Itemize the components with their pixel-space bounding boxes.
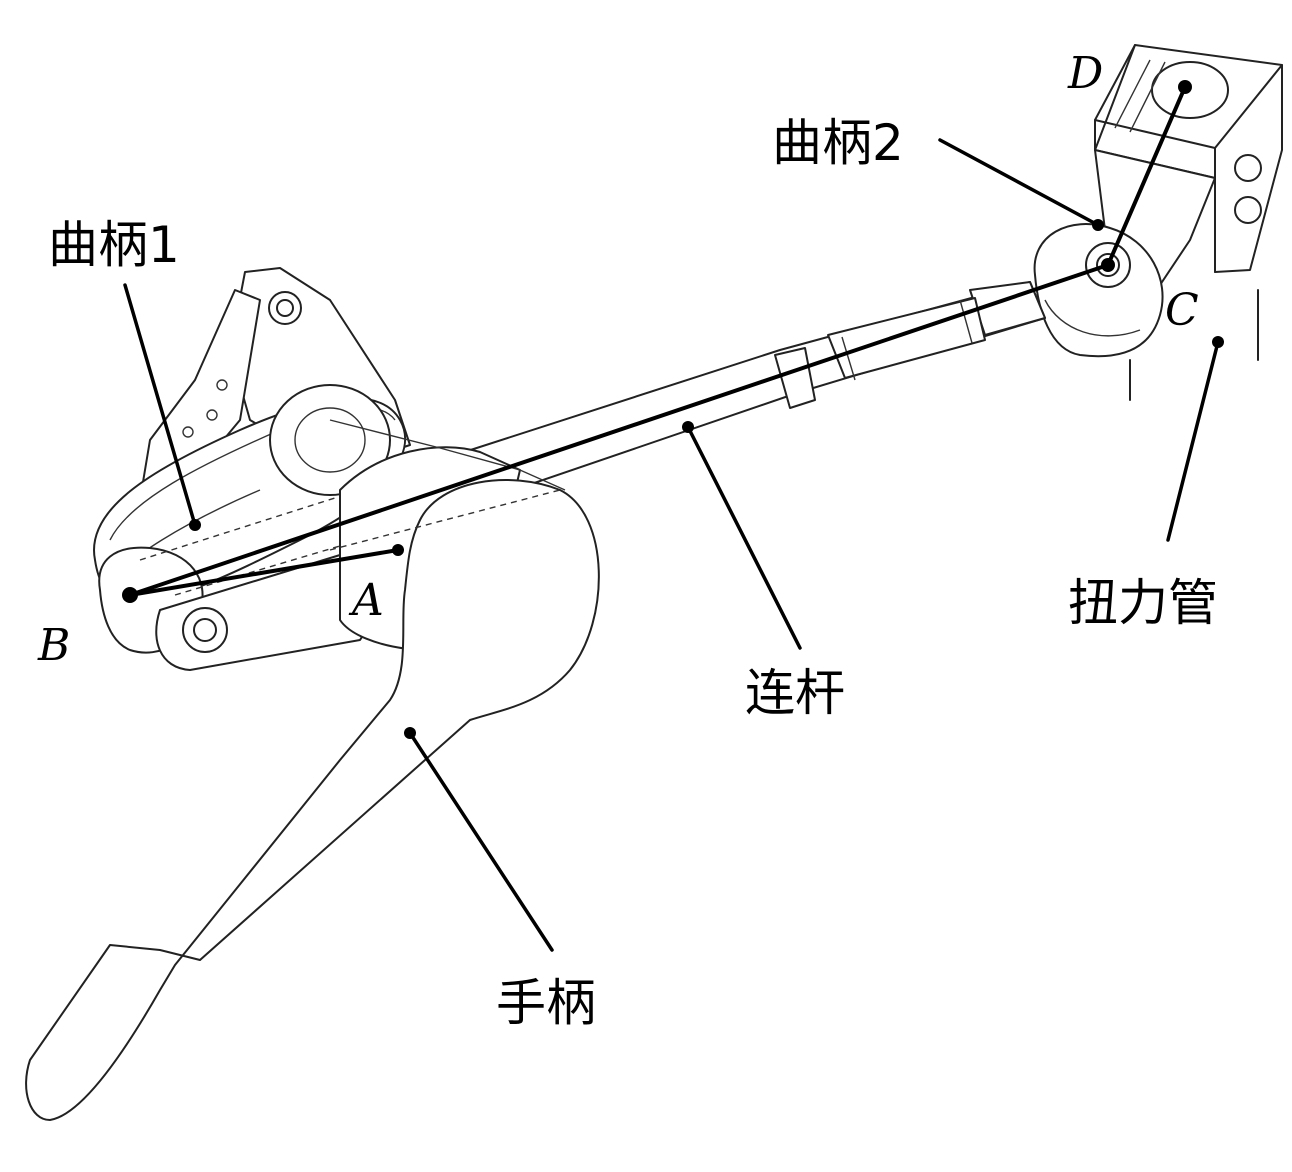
crank1-line-ab bbox=[128, 548, 400, 597]
torsion-tube-dot bbox=[1212, 336, 1224, 348]
leader-handle bbox=[408, 731, 554, 952]
crank1-dot bbox=[189, 519, 201, 531]
point-a-marker bbox=[392, 544, 404, 556]
hand-lever bbox=[25, 419, 600, 1121]
label-torsion-tube: 扭力管 bbox=[1068, 574, 1218, 632]
crank1-assembly bbox=[92, 384, 406, 671]
crank2-dot bbox=[1092, 219, 1104, 231]
link-line-bc bbox=[128, 263, 1110, 597]
label-point-b: B bbox=[37, 620, 70, 671]
leader-link bbox=[686, 425, 802, 650]
point-c-marker bbox=[1101, 258, 1115, 272]
leader-lines bbox=[123, 138, 1220, 952]
crank2-arm bbox=[1033, 149, 1216, 358]
label-point-d: D bbox=[1067, 48, 1103, 99]
torsion-tube-block bbox=[1094, 44, 1283, 401]
label-crank1: 曲柄1 bbox=[48, 216, 180, 274]
kinematic-lines bbox=[128, 85, 1187, 597]
point-b-marker bbox=[122, 587, 138, 603]
joint-points bbox=[122, 80, 1224, 739]
label-point-c: C bbox=[1165, 285, 1199, 336]
label-point-a: A bbox=[348, 575, 384, 626]
leader-crank2 bbox=[938, 138, 1100, 227]
handle-dot bbox=[404, 727, 416, 739]
label-handle: 手柄 bbox=[496, 974, 596, 1032]
labels: 曲柄1 曲柄2 扭力管 连杆 手柄 A B C D bbox=[37, 48, 1218, 1032]
link-dot bbox=[682, 421, 694, 433]
label-crank2: 曲柄2 bbox=[772, 114, 904, 172]
crank2-line-cd bbox=[1106, 85, 1187, 267]
label-link: 连杆 bbox=[745, 664, 845, 722]
leader-crank1 bbox=[123, 283, 197, 527]
leader-torsion-tube bbox=[1166, 340, 1220, 542]
point-d-marker bbox=[1178, 80, 1192, 94]
